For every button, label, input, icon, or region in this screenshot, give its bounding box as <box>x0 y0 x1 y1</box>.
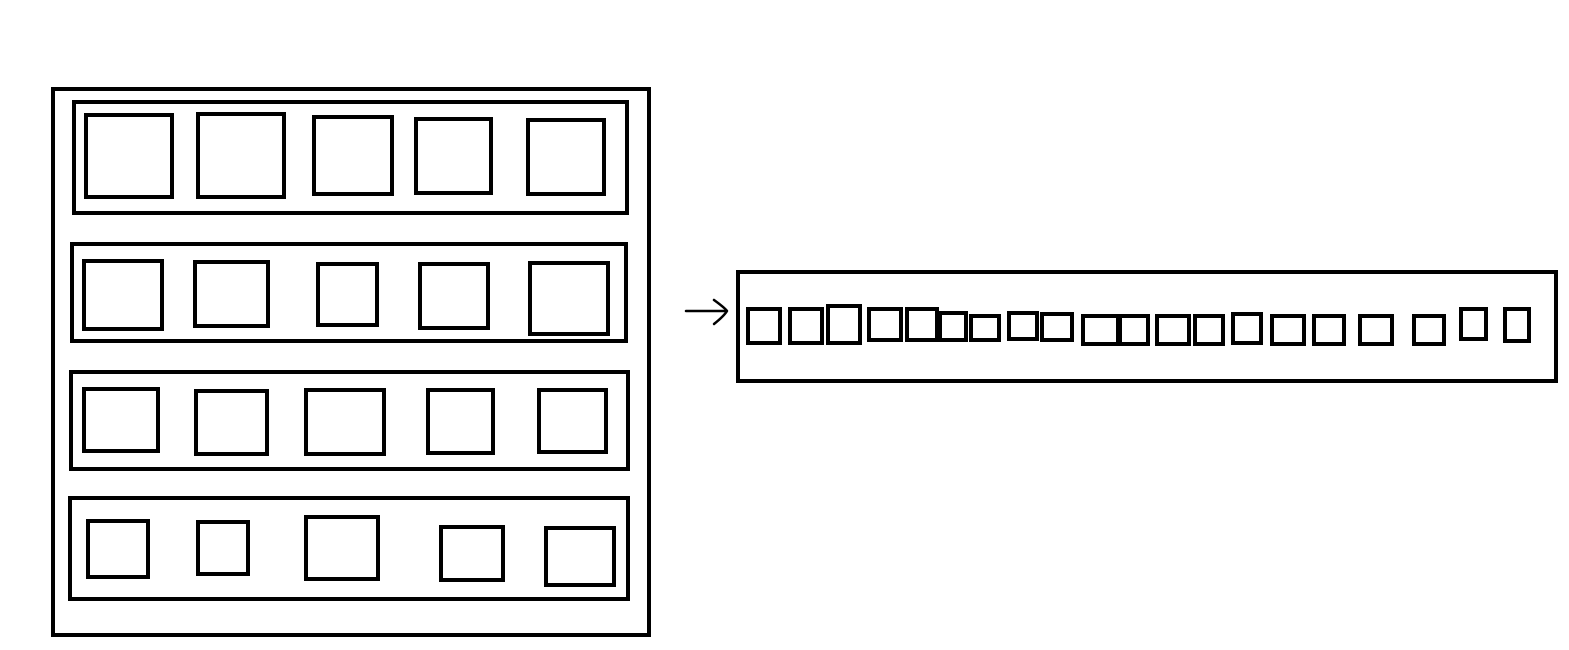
grid-cell <box>537 388 608 454</box>
flattened-cell <box>746 307 782 345</box>
grid-rows <box>68 100 630 601</box>
grid-row-3 <box>69 370 630 471</box>
flattened-cell <box>867 307 903 342</box>
flattened-cell <box>969 314 1001 342</box>
grid-cell <box>82 387 160 453</box>
grid-cell <box>82 259 164 331</box>
flattened-cell <box>1412 314 1446 346</box>
flattened-row-cells <box>746 304 1531 346</box>
flattened-cell <box>1312 314 1346 346</box>
grid-cell <box>526 118 606 196</box>
grid-cell <box>196 112 286 199</box>
flattened-cell <box>905 307 939 342</box>
grid-cell <box>439 525 505 582</box>
flattened-cell <box>788 307 824 345</box>
grid-cell <box>426 388 495 455</box>
grid-cell <box>316 262 379 327</box>
flattened-cell <box>1040 312 1074 342</box>
flattened-cell <box>1118 314 1150 346</box>
grid-row-frame <box>70 242 628 343</box>
grid-row-4 <box>68 496 630 601</box>
grid-outer-frame <box>51 87 651 637</box>
grid-cell <box>304 515 380 581</box>
grid-cell <box>414 117 493 195</box>
grid-cell <box>84 113 174 199</box>
grid-cell <box>196 520 250 576</box>
grid-row-frame <box>72 100 629 215</box>
flattened-cell <box>1007 311 1039 341</box>
flattened-cell <box>826 304 862 345</box>
flattened-cell <box>1358 314 1394 346</box>
flattened-cell <box>1193 314 1225 346</box>
grid-row-frame <box>68 496 630 601</box>
flattened-cell <box>938 311 968 342</box>
flattened-cell <box>1459 307 1488 341</box>
flattened-cell <box>1081 314 1120 346</box>
grid-cell <box>304 388 386 456</box>
grid-row-frame <box>69 370 630 471</box>
flattened-cell <box>1155 314 1191 346</box>
flattened-cell <box>1503 307 1531 343</box>
flattened-cell <box>1270 314 1306 346</box>
grid-cell <box>418 262 490 330</box>
flattened-cell <box>1231 312 1263 345</box>
grid-cell <box>544 526 616 587</box>
arrow-right-icon <box>684 298 729 326</box>
grid-cell <box>312 115 394 196</box>
grid-cell <box>194 389 269 456</box>
grid-row-1 <box>72 100 629 215</box>
grid-cell <box>86 519 150 579</box>
grid-cell <box>193 260 270 328</box>
flattened-row-frame <box>736 270 1558 383</box>
grid-cell <box>528 261 610 336</box>
grid-row-2 <box>70 242 628 343</box>
